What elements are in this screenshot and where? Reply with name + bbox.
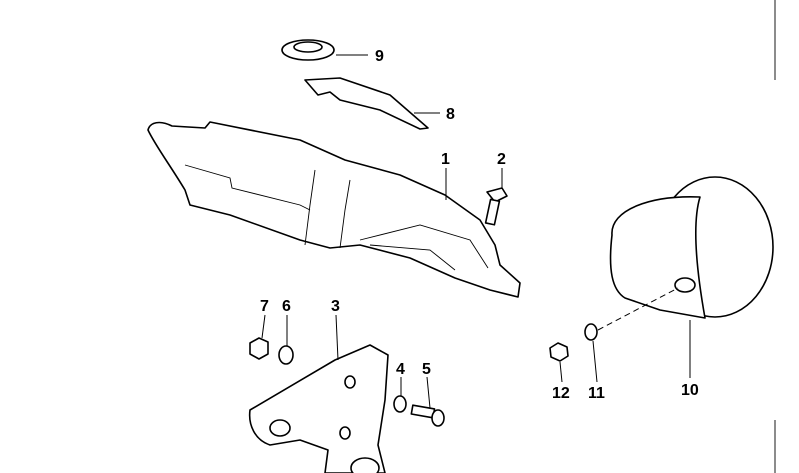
part-3-bracket [248, 344, 389, 473]
part-7-nut [249, 337, 269, 360]
part-4-washer [393, 395, 407, 413]
part-12-nut [549, 342, 569, 362]
callout-5: 5 [422, 361, 431, 378]
callout-4: 4 [396, 361, 405, 378]
part-1-cover [147, 121, 521, 298]
callout-8: 8 [446, 106, 455, 123]
part-11-washer [584, 323, 598, 341]
callout-9: 9 [375, 48, 384, 65]
part-8-seal [304, 77, 429, 130]
callout-10: 10 [681, 382, 699, 399]
callout-6: 6 [282, 298, 291, 315]
callout-2: 2 [497, 151, 506, 168]
part-9-grommet [281, 39, 335, 61]
part-5-bolt [410, 404, 445, 427]
part-10-housing [609, 176, 774, 319]
callout-3: 3 [331, 298, 340, 315]
part-2-bolt [484, 187, 508, 226]
callout-1: 1 [441, 151, 450, 168]
leader-lines [261, 54, 691, 409]
callout-11: 11 [588, 385, 605, 402]
part-6-washer [278, 345, 294, 365]
callout-12: 12 [552, 385, 570, 402]
assembly-axis [597, 287, 679, 331]
callout-7: 7 [260, 298, 269, 315]
